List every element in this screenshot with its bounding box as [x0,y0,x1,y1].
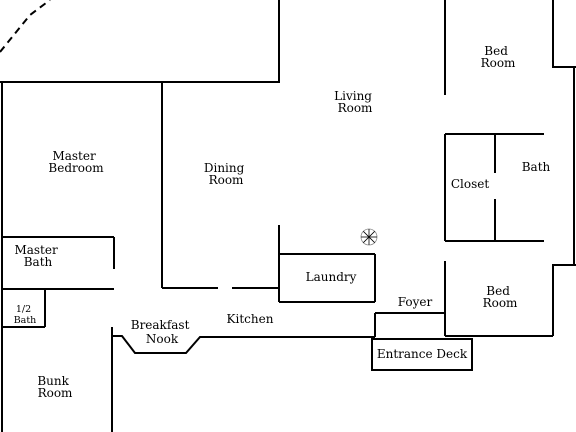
label-living-room: Living Room [334,89,376,115]
wall-top-block [0,0,280,83]
entrance-deck-box [371,338,473,371]
label-breakfast-nook: Breakfast Nook [131,318,194,346]
label-master-bedroom: Master Bedroom [48,149,104,175]
label-bath: Bath [522,160,551,174]
label-bed-room-bottom: Bed Room [483,284,518,310]
label-master-bath: Master Bath [14,243,61,269]
room-labels: Bed Room Living Room Master Bedroom Dini… [14,44,551,400]
wall-bed-top-right [552,0,576,68]
label-bed-room-top: Bed Room [481,44,516,70]
label-half-bath: 1/2 Bath [14,304,37,326]
label-closet: Closet [451,177,490,191]
dashed-outline [0,0,51,53]
label-foyer: Foyer [398,295,433,309]
label-laundry: Laundry [306,270,357,284]
spiral-stair-icon [360,228,378,246]
label-entrance-deck: Entrance Deck [377,347,468,361]
label-bunk-room: Bunk Room [37,374,73,400]
label-kitchen: Kitchen [227,312,274,326]
wall-bed-bottom-right [552,264,576,336]
wall-breakfast-nook [112,335,375,354]
label-dining-room: Dining Room [204,161,248,187]
